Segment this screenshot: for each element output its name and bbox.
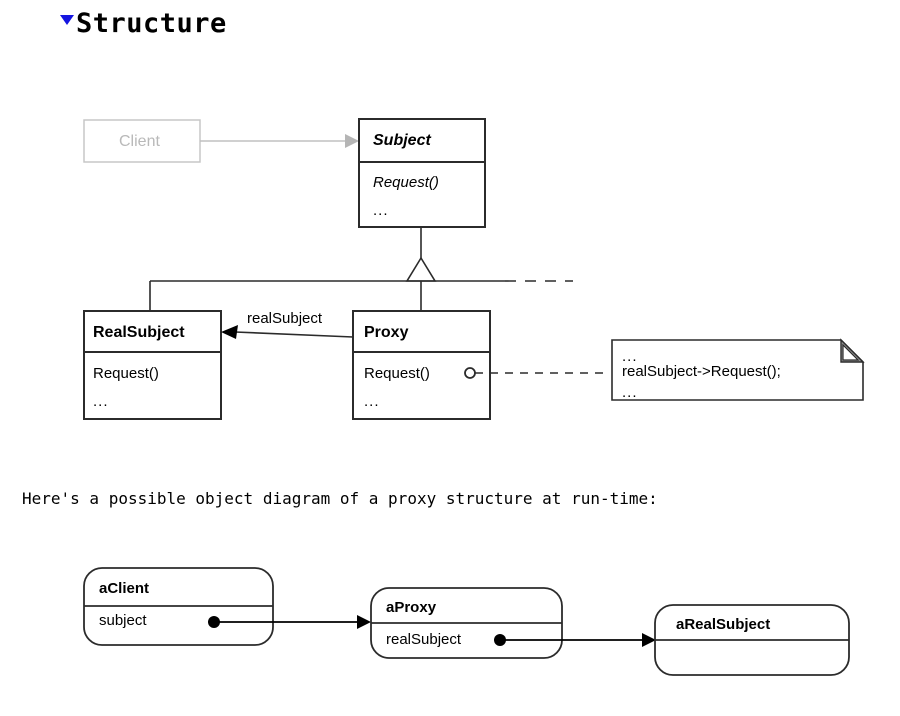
note-line-1: realSubject->Request();	[622, 363, 781, 380]
note-line-0: ...	[622, 348, 638, 365]
realsubject-class-name: RealSubject	[93, 324, 185, 341]
client-class-name: Client	[119, 133, 160, 150]
proxy-class-name: Proxy	[364, 324, 409, 341]
subject-operation-0: Request()	[373, 174, 439, 191]
triangle-down-icon[interactable]	[60, 14, 74, 25]
subject-operation-1: ...	[373, 202, 389, 219]
client-subject-arrowhead	[345, 134, 359, 148]
proxy-operation-0: Request()	[364, 365, 430, 382]
proxy-realsubject-arrowhead	[221, 325, 238, 339]
realsubject-operation-0: Request()	[93, 365, 159, 382]
subject-class-name: Subject	[373, 132, 431, 149]
aproxy-attribute-realsubject: realSubject	[386, 631, 462, 648]
aproxy-realsubject-ball	[494, 634, 506, 646]
prose-paragraph: Here's a possible object diagram of a pr…	[22, 489, 658, 508]
section-heading[interactable]: Structure	[60, 10, 227, 37]
aclient-object-name: aClient	[99, 580, 150, 597]
aclient-subject-ball	[208, 616, 220, 628]
aclient-attribute-subject: subject	[99, 612, 147, 629]
aproxy-object-name: aProxy	[386, 599, 437, 616]
page-title: Structure	[76, 8, 227, 39]
note-fold-curl-icon	[842, 343, 860, 361]
aproxy-arealsubject-arrowhead	[642, 633, 656, 647]
realsubject-operation-1: ...	[93, 393, 109, 410]
aclient-aproxy-arrowhead	[357, 615, 371, 629]
realsubject-association-label: realSubject	[247, 310, 323, 327]
note-fold-icon	[840, 338, 865, 363]
proxy-operation-1: ...	[364, 393, 380, 410]
note-line-2: ...	[622, 384, 638, 401]
proxy-interface-ball-icon	[464, 367, 476, 379]
generalization-triangle	[405, 256, 437, 282]
proxy-realsubject-association	[234, 331, 354, 338]
arealsubject-object-name: aRealSubject	[676, 616, 771, 633]
